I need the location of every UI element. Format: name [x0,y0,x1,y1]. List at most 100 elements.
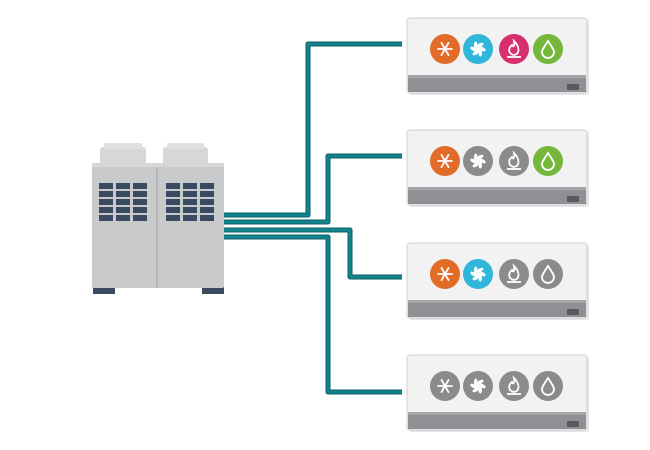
flame-shape [508,38,520,56]
pipe-2 [222,154,402,224]
snowflake-center [443,47,447,51]
pipe-2-outline [222,153,402,225]
fan-cap-1 [100,147,146,165]
fan-blade [479,383,486,389]
pipe-3 [222,228,402,279]
unit-vent-edge [408,300,586,303]
indoor-unit-3 [406,242,589,320]
fan-blade [479,158,486,164]
outdoor-foot-left [93,285,115,294]
fan-icon [463,259,493,289]
vent-slot [99,215,113,221]
droplet-badge [533,371,563,401]
droplet-badge [533,146,563,176]
unit-vent-panel [408,412,586,429]
fan-icon [463,371,493,401]
vent-slot [166,207,180,213]
outdoor-seam [156,163,158,288]
unit-vent-panel [408,300,586,317]
flame-badge [499,259,529,289]
fan-hub [476,272,480,276]
fan-blade [477,267,484,273]
unit-vent-edge [408,75,586,78]
flame-badge [499,371,529,401]
fan-blade [477,42,484,48]
snowflake-center [443,384,447,388]
vent-slot [99,191,113,197]
fan-cap-2-rim [167,143,204,149]
fan-blade [478,386,483,394]
vent-slot [166,199,180,205]
snowflake-icon [430,146,460,176]
droplet-icon [533,34,563,64]
flame-shape [508,150,520,168]
droplet-icon [533,146,563,176]
indoor-unit-1 [406,17,589,95]
snowflake-icon [430,259,460,289]
fan-icon [463,34,493,64]
vent-slot [200,215,214,221]
pipe-1 [222,42,402,217]
vent-slot [166,191,180,197]
fan-cap-2 [163,147,208,165]
droplet-shape [541,264,555,284]
fan-blade [470,46,477,52]
indoor-unit-4 [406,354,589,432]
fan-cap-1-rim [104,143,142,149]
flame-icon [499,259,529,289]
pipe-1-outline [222,41,402,218]
flame-icon [499,146,529,176]
droplet-shape [541,376,555,396]
outdoor-top-edge [92,163,224,167]
vent-slot [99,183,113,189]
flame-shape [508,375,520,393]
flame-icon [499,371,529,401]
fan-blade [473,378,478,386]
vent-slot [116,207,130,213]
pipe-4-outline [222,234,402,395]
fan-blade [470,158,477,164]
fan-blade [472,387,479,393]
fan-blade [478,274,483,282]
vent-slot [200,183,214,189]
unit-display [567,196,579,202]
droplet-icon [533,259,563,289]
outdoor-condenser [92,143,224,294]
unit-vent-panel [408,75,586,92]
snowflake-icon [430,34,460,64]
snowflake-center [443,272,447,276]
vent-slot [183,215,197,221]
snowflake-icon [430,371,460,401]
flame-badge [499,34,529,64]
vent-slot [116,191,130,197]
unit-vent-edge [408,412,586,415]
fan-blade [479,271,486,277]
fan-blade [470,383,477,389]
droplet-shape [541,39,555,59]
unit-vent-panel [408,187,586,204]
pipe-4 [222,235,402,394]
vent-slot [166,183,180,189]
fan-hub [476,384,480,388]
unit-display [567,421,579,427]
fan-blade [479,46,486,52]
fan-blade [473,153,478,161]
droplet-icon [533,371,563,401]
droplet-shape [541,151,555,171]
vent-slot [166,215,180,221]
vent-slot [183,207,197,213]
flame-icon [499,34,529,64]
fan-blade [472,275,479,281]
fan-hub [476,47,480,51]
vent-slot [183,183,197,189]
fan-blade [472,50,479,56]
indoor-units [406,17,589,432]
vent-slot [133,199,147,205]
fan-hub [476,159,480,163]
indoor-unit-2 [406,129,589,207]
vent-slot [183,191,197,197]
vent-slot [133,191,147,197]
fan-blade [477,379,484,385]
unit-vent-edge [408,187,586,190]
